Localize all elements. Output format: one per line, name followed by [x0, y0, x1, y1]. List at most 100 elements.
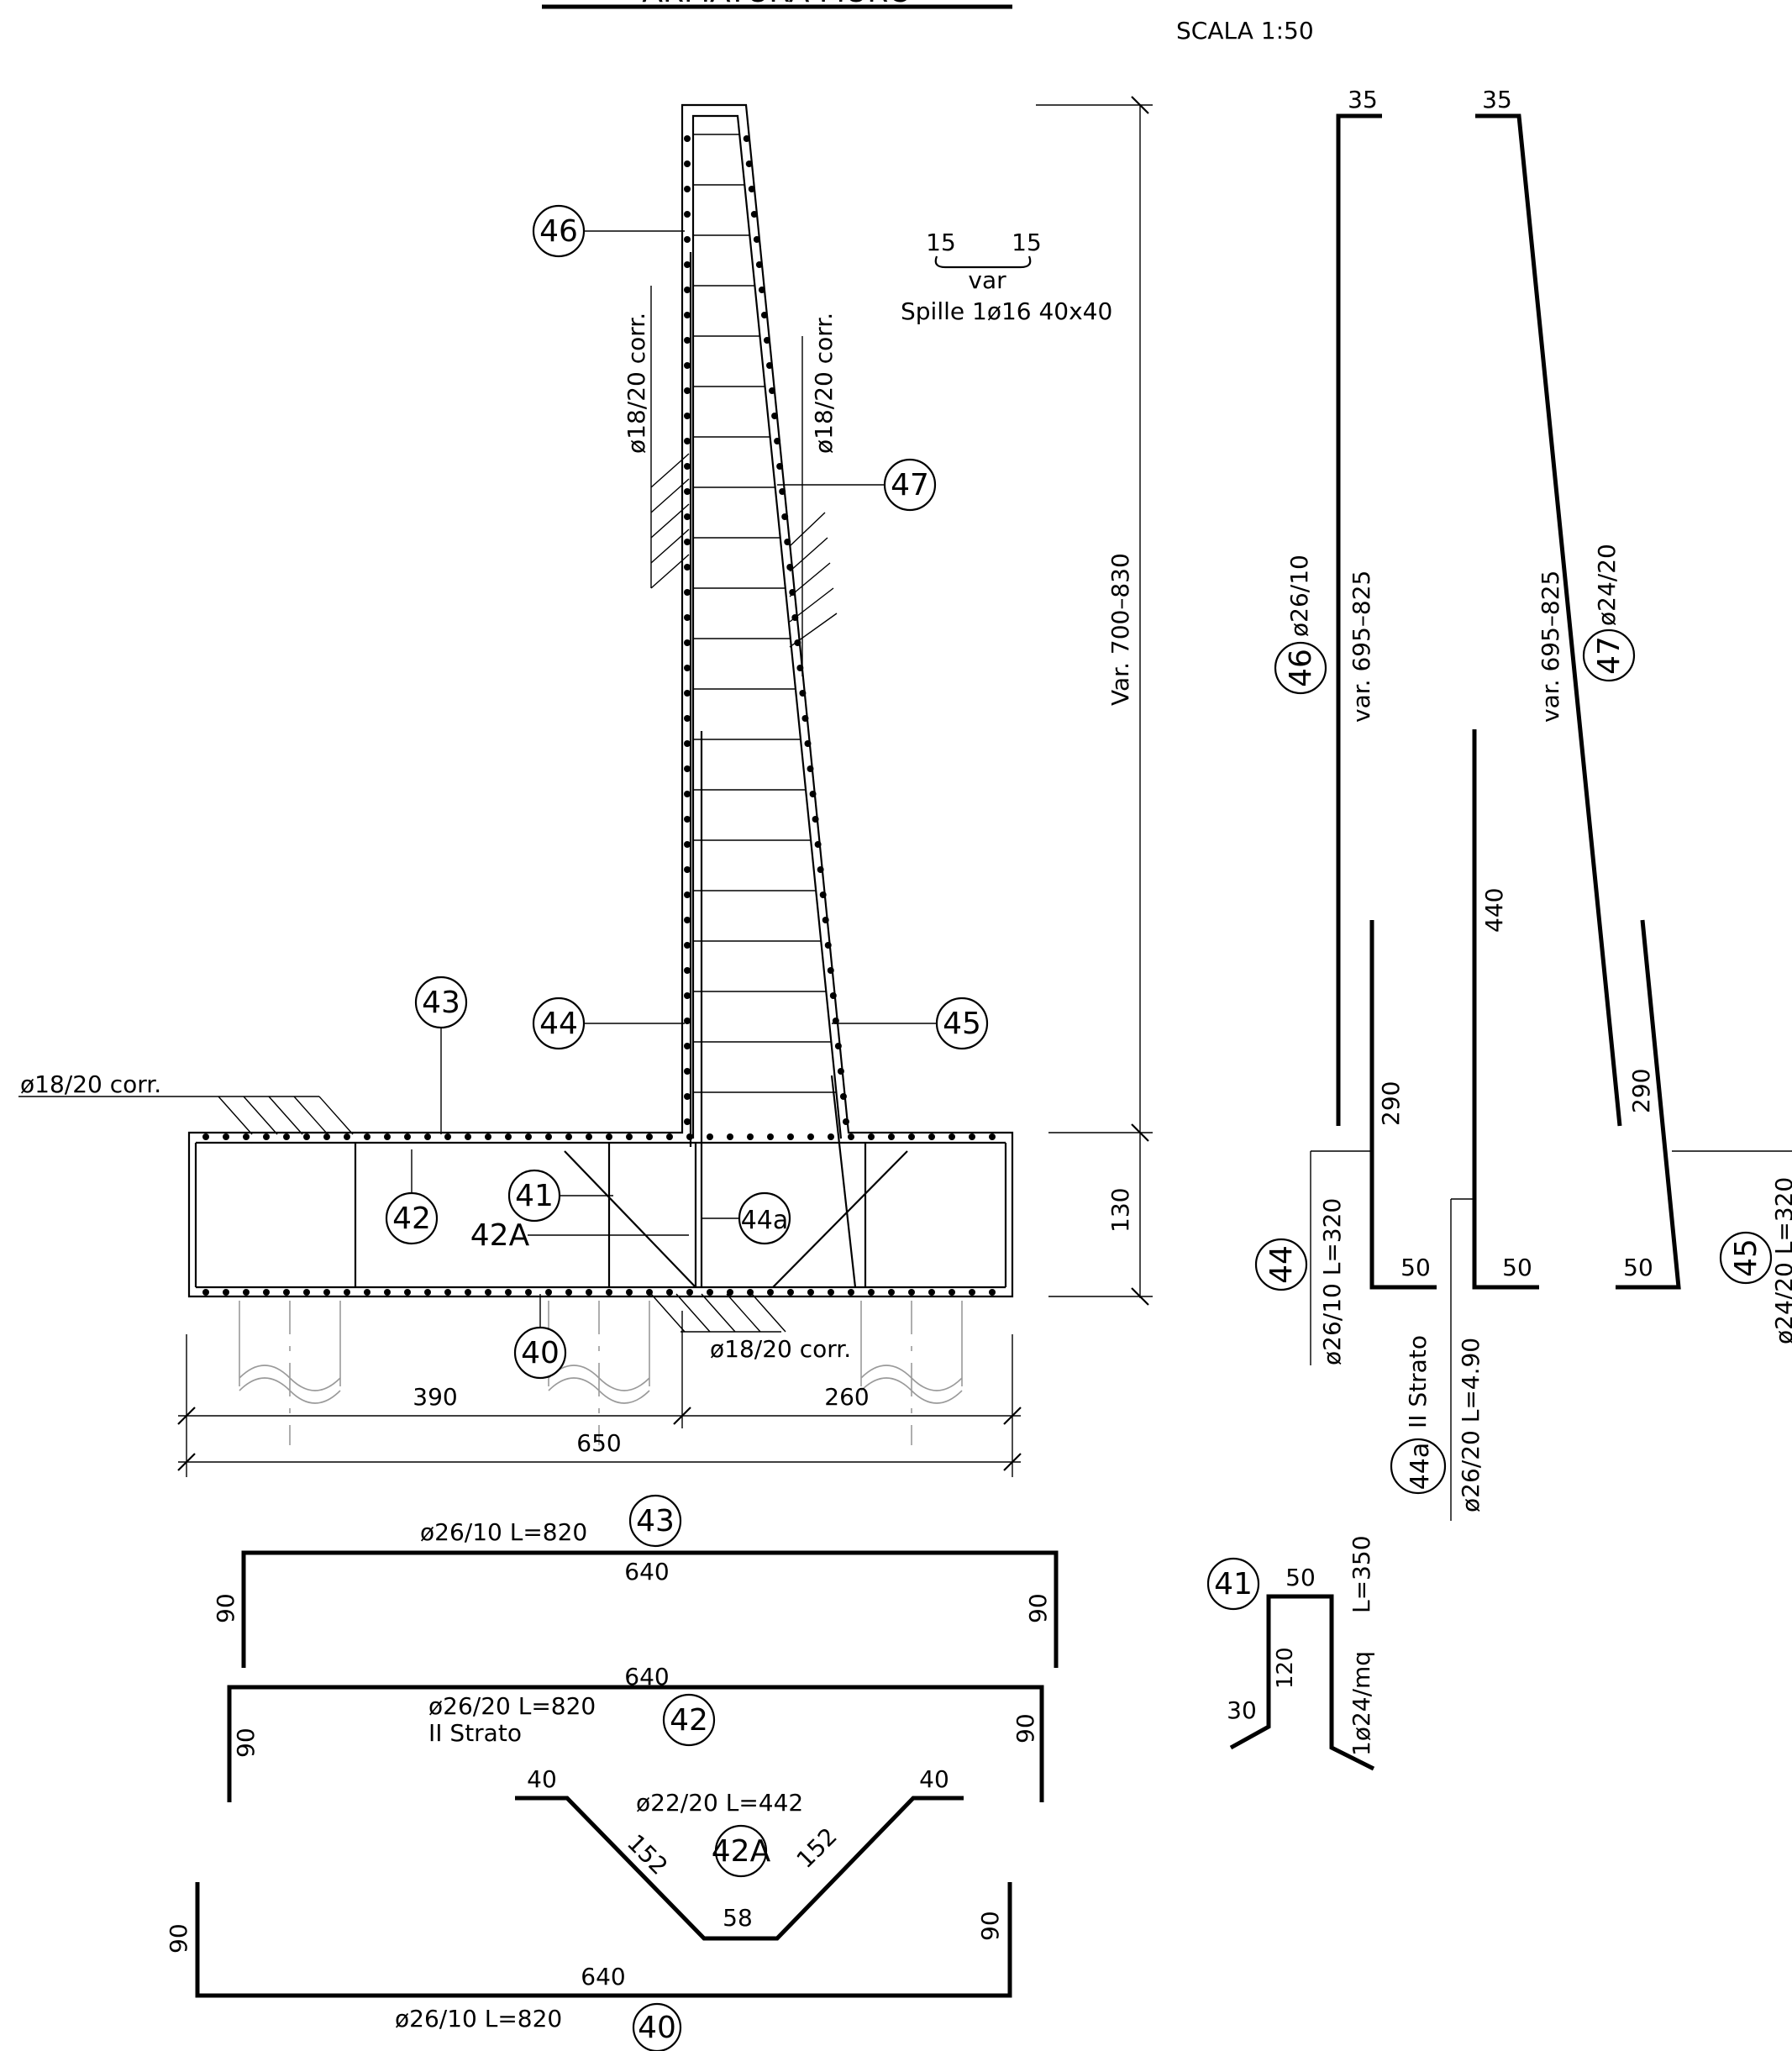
- bar-dot: [684, 614, 691, 621]
- bar-dot: [888, 1289, 895, 1296]
- bar-dot: [908, 1133, 915, 1140]
- bar-42-leg-left: 90: [232, 1728, 260, 1758]
- bar-dot: [684, 1118, 691, 1125]
- mark-42a: 42A: [470, 1218, 530, 1253]
- bar-dot: [626, 1133, 633, 1140]
- bar-dot: [684, 312, 691, 318]
- bar-dot: [444, 1133, 451, 1140]
- bar-45-in-section: [830, 1075, 857, 1288]
- bar-dot: [586, 1133, 592, 1140]
- bar-dot: [684, 438, 691, 444]
- bar-dot: [666, 1289, 673, 1296]
- bar-dot: [684, 261, 691, 268]
- bar-dot: [684, 715, 691, 722]
- bar-dot: [384, 1289, 391, 1296]
- bar-dot: [684, 1093, 691, 1100]
- bar-dot: [606, 1133, 612, 1140]
- bar-43-spec: ø26/10 L=820: [420, 1518, 587, 1546]
- bar-dot: [243, 1133, 250, 1140]
- bar-dot: [819, 891, 827, 898]
- bar-41-diag-right: [772, 1150, 908, 1288]
- bar-42a-diag-right: 152: [791, 1822, 843, 1874]
- bar-dot: [684, 1068, 691, 1075]
- bar-dot: [424, 1289, 431, 1296]
- bar-dot: [684, 236, 691, 243]
- bar-dot: [565, 1289, 572, 1296]
- bar-dot: [323, 1133, 330, 1140]
- bar-dot: [404, 1133, 411, 1140]
- bar-dot: [303, 1133, 310, 1140]
- bar-44-spec: ø26/10 L=320: [1318, 1198, 1346, 1365]
- bar-dot: [786, 564, 794, 571]
- bar-dot: [223, 1133, 229, 1140]
- pin-detail: 15 15 var Spille 1ø16 40x40: [901, 229, 1112, 325]
- slab-height-label: 130: [1106, 1188, 1134, 1233]
- bar-43-leg-right: 90: [1024, 1593, 1052, 1623]
- bar-dot: [828, 1133, 834, 1140]
- bar-dot: [868, 1133, 875, 1140]
- bar-42a-bottom: 58: [723, 1904, 753, 1932]
- bar-dot: [545, 1133, 552, 1140]
- mark-45: 45: [943, 1007, 981, 1041]
- bar-41-spec-a: L=350: [1348, 1535, 1375, 1613]
- bar-dot: [525, 1133, 532, 1140]
- bar-dot: [727, 1133, 733, 1140]
- dist-left-label: ø18/20 corr.: [623, 313, 650, 454]
- mark-45-callout: 45: [832, 997, 989, 1050]
- bar-44a-spec: ø26/20 L=4.90: [1457, 1338, 1485, 1512]
- mark-41: 41: [515, 1179, 554, 1213]
- longitudinal-bars: [202, 135, 996, 1296]
- mark-44a-callout: 44a: [702, 1191, 791, 1245]
- bar-dot: [344, 1133, 350, 1140]
- bar-dot: [364, 1133, 370, 1140]
- bar-40-mark: 40: [638, 2011, 676, 2045]
- bar-dot: [684, 589, 691, 596]
- bar-43-length: 640: [624, 1558, 669, 1586]
- bar-42a-schedule: 40 40 ø22/20 L=442 42A 152 152 58: [515, 1765, 964, 1941]
- bar-44a-mark: 44a: [1406, 1443, 1435, 1491]
- dist-bottom-slab-leader: ø18/20 corr.: [650, 1293, 851, 1363]
- bar-dot: [465, 1133, 471, 1140]
- bar-46-schedule: 35 var. 695–825 46 ø26/10: [1274, 86, 1382, 1126]
- bar-dot: [769, 387, 776, 394]
- bar-dot: [684, 816, 691, 823]
- bar-dot: [837, 1068, 844, 1075]
- bar-47-mark: 47: [1592, 636, 1626, 675]
- bar-dot: [928, 1289, 935, 1296]
- bar-41-schedule: 41 50 120 30 L=350 1ø24/mq: [1206, 1535, 1375, 1771]
- bar-dot: [753, 236, 760, 243]
- bar-41-mark: 41: [1214, 1567, 1253, 1601]
- bar-dot: [684, 337, 691, 344]
- bar-dot: [774, 438, 781, 444]
- bar-40-length: 640: [581, 1963, 625, 1991]
- bar-45-vertical: 290: [1627, 1069, 1655, 1113]
- bar-dot: [384, 1133, 391, 1140]
- bar-dot: [344, 1289, 350, 1296]
- height-dimension: Var. 700–830 130: [1036, 96, 1153, 1306]
- width-dimensions: 390 260 650: [177, 1311, 1022, 1477]
- bar-dot: [969, 1289, 975, 1296]
- bar-dot: [827, 967, 834, 974]
- bar-dot: [364, 1289, 370, 1296]
- bar-dot: [817, 866, 824, 873]
- bar-dot: [908, 1289, 915, 1296]
- bar-dot: [283, 1289, 290, 1296]
- bar-dot: [283, 1133, 290, 1140]
- bar-dot: [771, 413, 779, 419]
- bar-dot: [787, 1289, 794, 1296]
- mark-42a-callout: 42A: [470, 1218, 689, 1253]
- bar-dot: [485, 1289, 491, 1296]
- bar-dot: [781, 513, 789, 520]
- bar-dot: [807, 1133, 814, 1140]
- height-label: Var. 700–830: [1106, 553, 1134, 706]
- bar-41-spec-b: 1ø24/mq: [1348, 1651, 1375, 1756]
- mark-42: 42: [392, 1202, 431, 1236]
- bar-dot: [606, 1289, 612, 1296]
- bar-dot: [822, 917, 829, 923]
- bar-dot: [807, 765, 814, 772]
- bar-44-vertical: 290: [1377, 1081, 1405, 1126]
- bar-dot: [525, 1289, 532, 1296]
- dist-right-label: ø18/20 corr.: [810, 313, 838, 454]
- bar-46-length: var. 695–825: [1348, 571, 1375, 723]
- bar-dot: [928, 1133, 935, 1140]
